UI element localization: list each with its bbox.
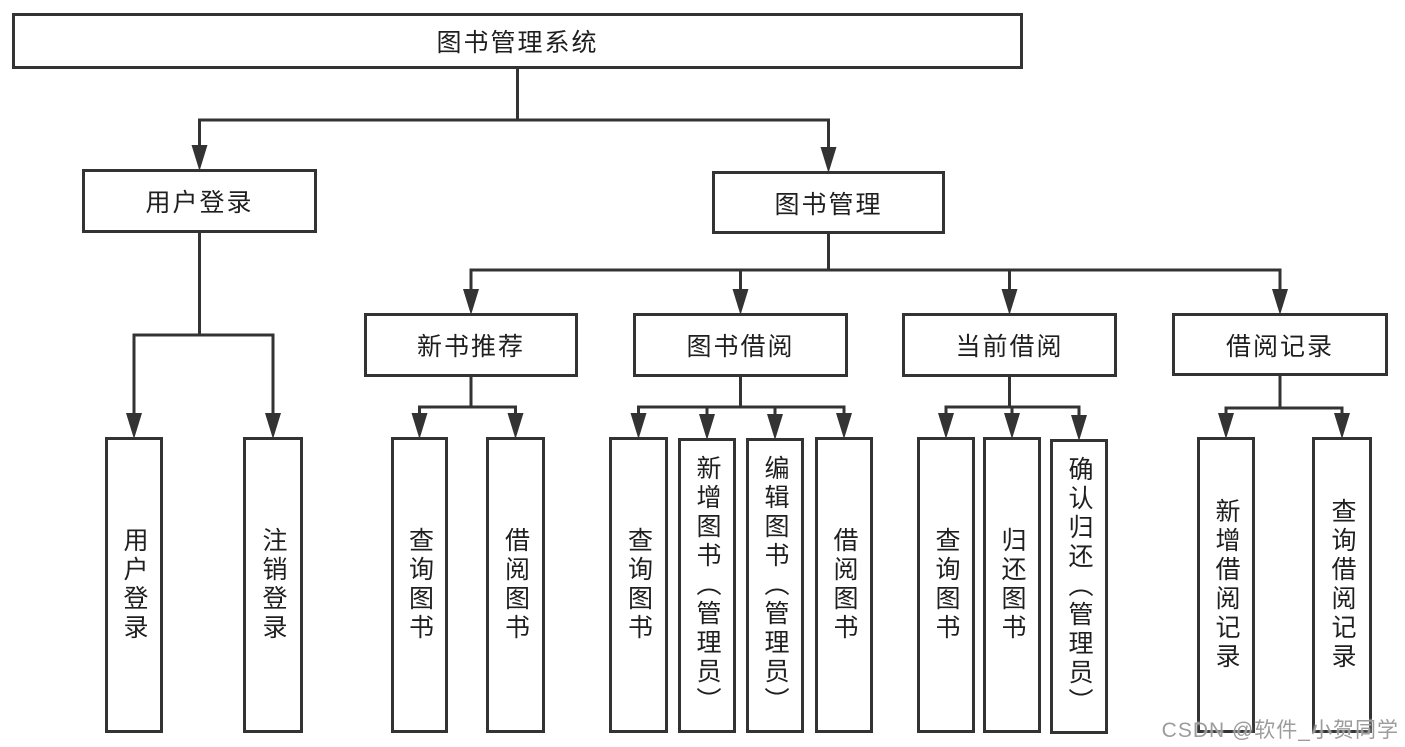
node-login-1: 用户登录 <box>105 437 163 733</box>
node-current-3: 确认归还（管理员） <box>1050 439 1108 734</box>
arrowhead-icon <box>191 145 208 171</box>
node-new-1: 查询图书 <box>391 437 448 733</box>
node-label: 借阅图书 <box>830 527 858 643</box>
arrowhead-icon <box>836 413 852 439</box>
node-label: 编辑图书（管理员） <box>761 455 789 716</box>
arrowhead-icon <box>507 413 524 439</box>
node-label: 图书管理系统 <box>436 29 599 57</box>
node-label: 确认归还（管理员） <box>1065 456 1093 717</box>
arrowhead-icon <box>1218 413 1234 439</box>
node-label: 借阅图书 <box>501 527 530 643</box>
node-root: 图书管理系统 <box>12 13 1023 69</box>
node-label: 新增借阅记录 <box>1212 498 1240 672</box>
node-label: 借阅记录 <box>1225 332 1334 361</box>
node-label: 用户登录 <box>145 189 254 217</box>
node-borrow-1: 查询图书 <box>609 437 668 733</box>
node-current-1: 查询图书 <box>917 437 975 733</box>
node-label: 查询图书 <box>932 527 960 643</box>
watermark: CSDN @软件_小贺同学 <box>1161 719 1399 742</box>
node-label: 用户登录 <box>120 527 148 643</box>
arrowhead-icon <box>820 147 837 173</box>
node-login-2: 注销登录 <box>243 437 303 733</box>
node-borrow-2: 新增图书（管理员） <box>678 438 736 733</box>
node-borrow-4: 借阅图书 <box>815 437 873 733</box>
arrowhead-icon <box>630 413 647 439</box>
node-borrow-3: 编辑图书（管理员） <box>746 438 804 733</box>
arrowhead-icon <box>732 289 749 315</box>
node-login: 用户登录 <box>82 169 317 233</box>
node-label: 查询借阅记录 <box>1328 498 1356 672</box>
node-borrow: 图书借阅 <box>633 313 848 377</box>
node-current-2: 归还图书 <box>983 437 1041 733</box>
arrowhead-icon <box>1001 289 1018 315</box>
node-label: 注销登录 <box>259 527 287 643</box>
node-label: 图书借阅 <box>686 333 795 361</box>
arrowhead-icon <box>1334 413 1350 439</box>
node-newbook: 新书推荐 <box>364 313 578 377</box>
node-label: 归还图书 <box>998 527 1026 643</box>
arrowhead-icon <box>463 289 479 315</box>
node-label: 查询图书 <box>405 527 434 643</box>
node-record: 借阅记录 <box>1172 313 1388 376</box>
arrowhead-icon <box>126 413 142 439</box>
arrowhead-icon <box>767 414 783 440</box>
node-record-2: 查询借阅记录 <box>1312 437 1372 733</box>
arrowhead-icon <box>699 414 715 440</box>
node-label: 新书推荐 <box>416 333 525 361</box>
arrowhead-icon <box>1004 413 1020 439</box>
node-current: 当前借阅 <box>902 313 1117 377</box>
node-record-1: 新增借阅记录 <box>1197 437 1255 733</box>
node-label: 查询图书 <box>624 527 653 643</box>
node-new-2: 借阅图书 <box>486 437 545 733</box>
arrowhead-icon <box>1272 289 1288 315</box>
arrowhead-icon <box>411 413 428 439</box>
arrowhead-icon <box>265 413 281 439</box>
node-mgmt: 图书管理 <box>712 171 945 234</box>
arrowhead-icon <box>1071 415 1087 441</box>
node-label: 新增图书（管理员） <box>693 455 721 716</box>
arrowhead-icon <box>938 413 954 439</box>
node-label: 当前借阅 <box>955 333 1064 361</box>
node-label: 图书管理 <box>774 190 883 219</box>
